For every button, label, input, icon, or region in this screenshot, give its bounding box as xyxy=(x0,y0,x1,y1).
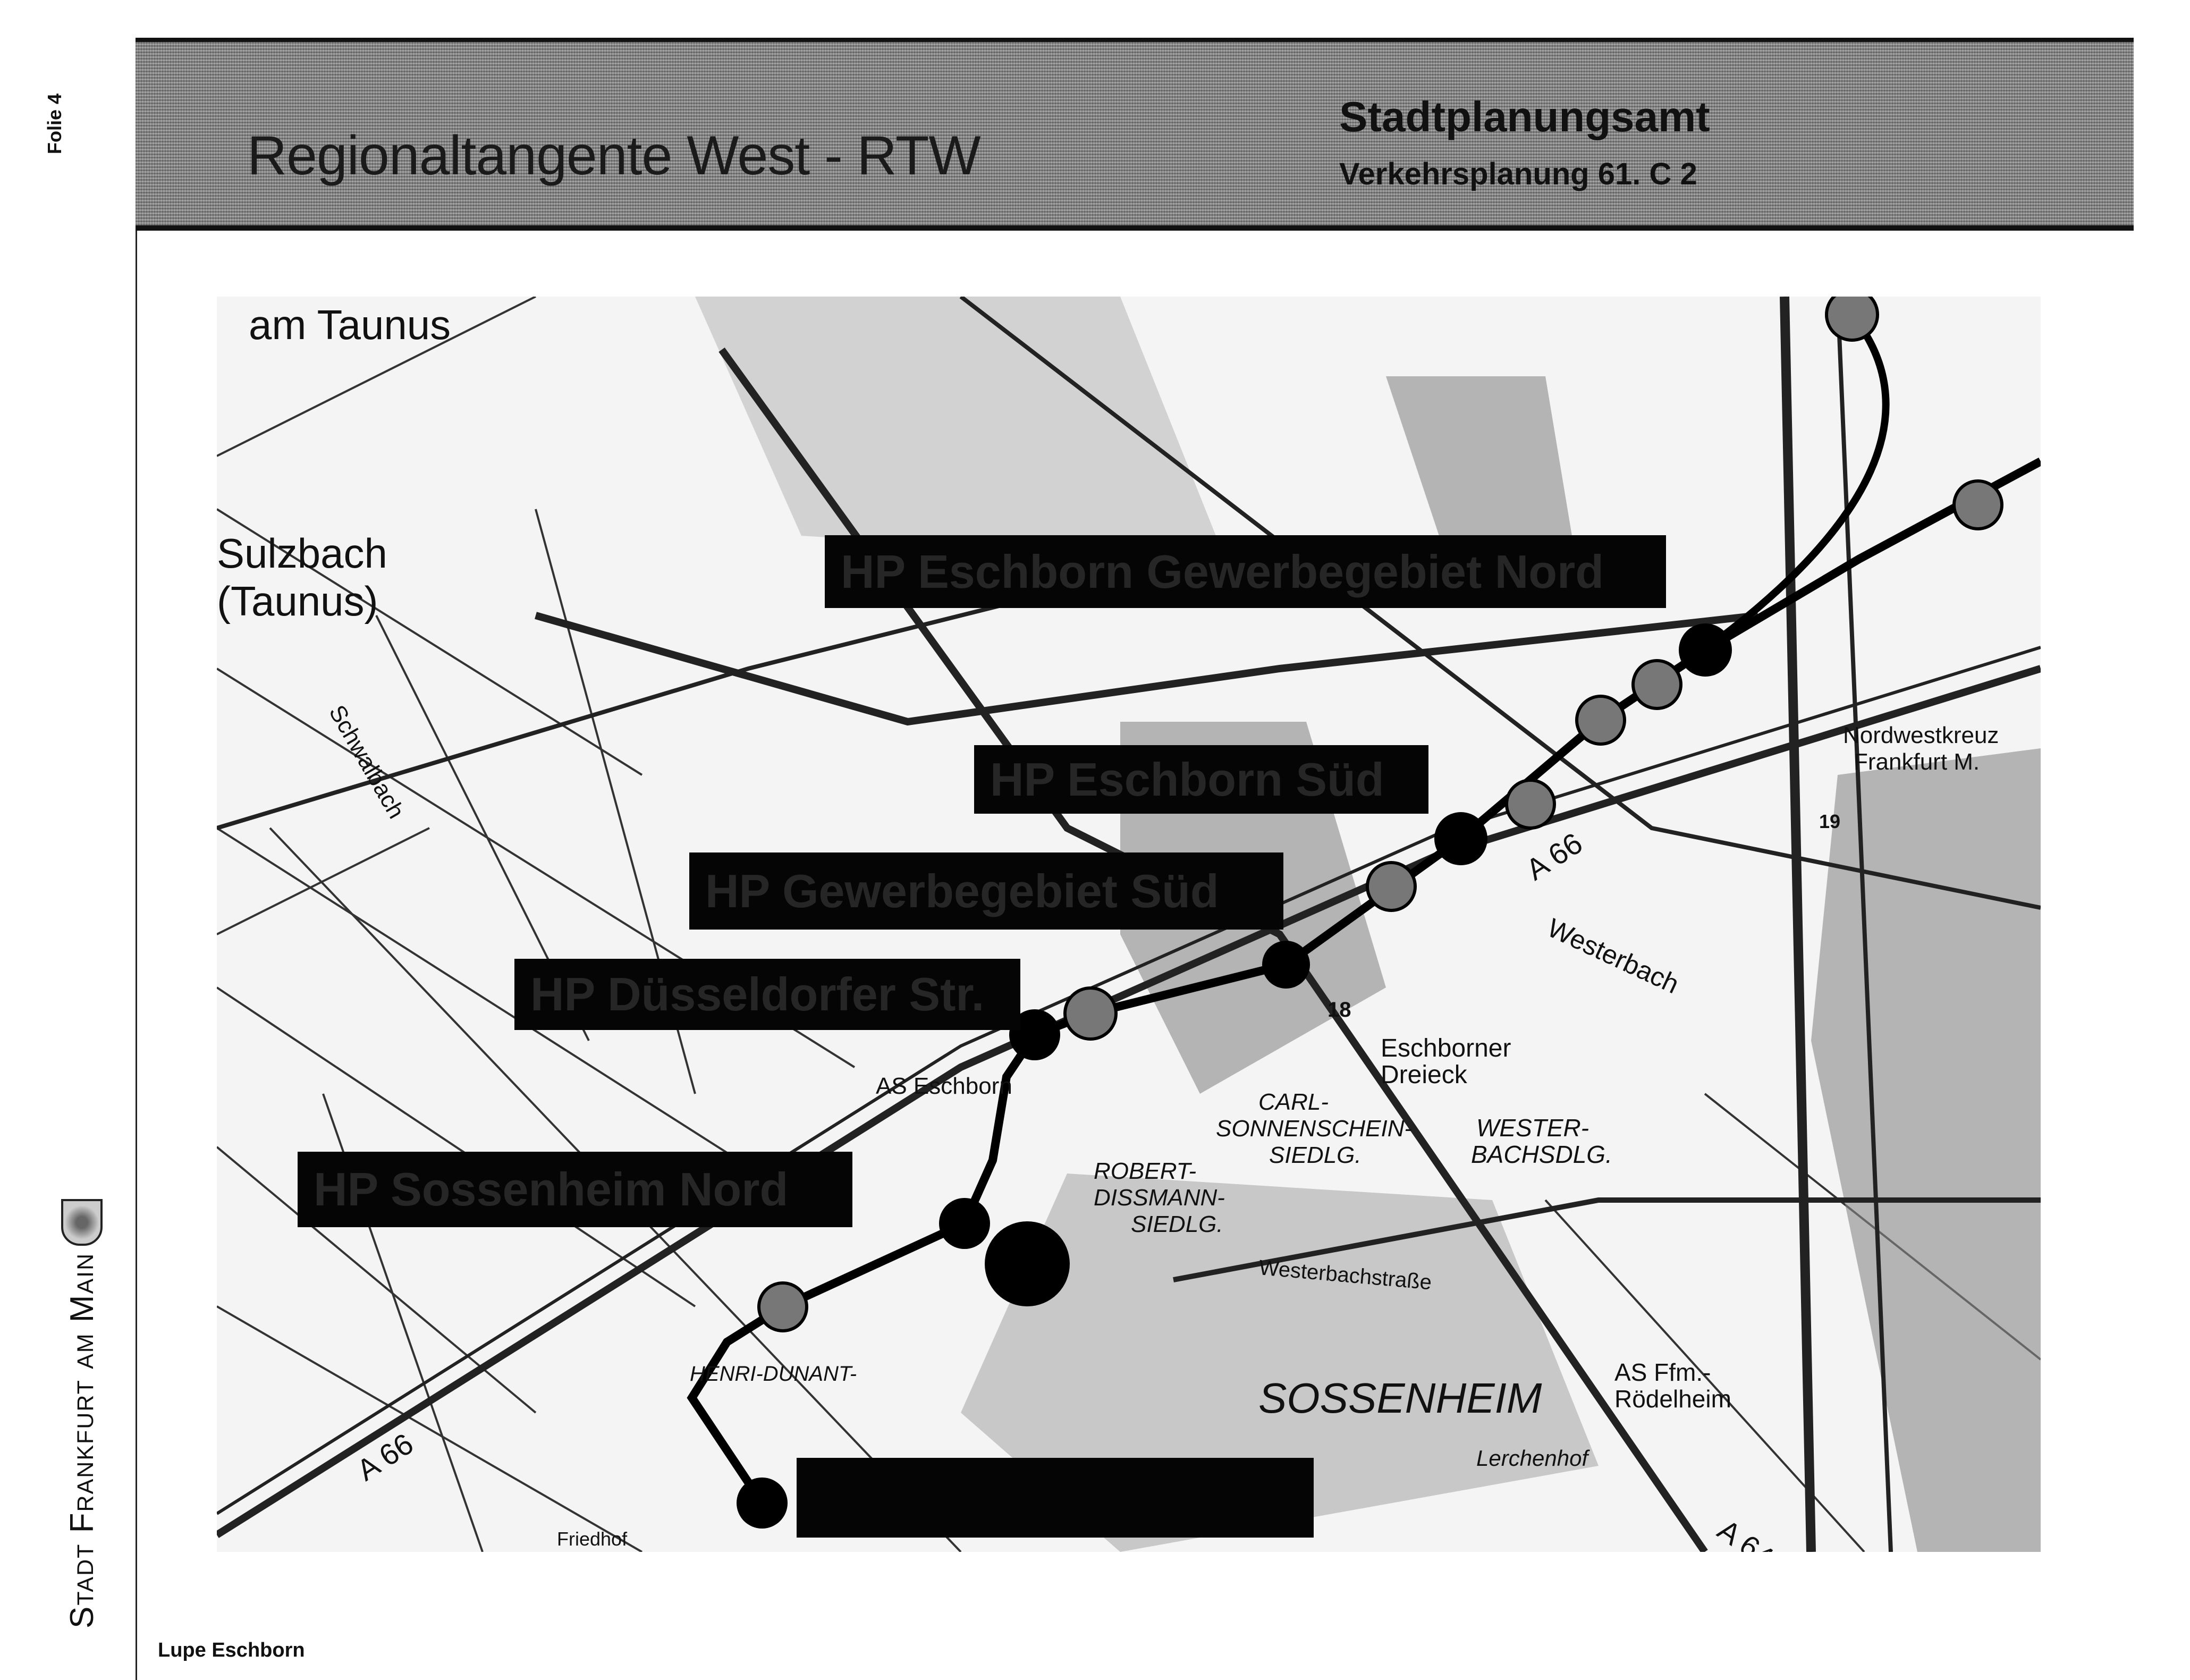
map-label-exit: AS Ffm.- xyxy=(1614,1358,1711,1386)
stop-label-box: HP Sossenheim xyxy=(797,1458,1314,1538)
city-logo-text: Stadt Frankfurt am Main xyxy=(63,1252,100,1628)
slide-footer: Lupe Eschborn xyxy=(158,1639,305,1661)
station-marker xyxy=(1262,941,1310,989)
slide-number: Folie 4 xyxy=(44,93,65,154)
road-number: 19 xyxy=(1819,811,1840,832)
stop-label-box: HP Eschborn Gewerbegebiet Nord xyxy=(825,535,1666,608)
eagle-crest-icon xyxy=(61,1198,103,1246)
map-label-town: (Taunus) xyxy=(217,578,378,624)
map-label-town: SOSSENHEIM xyxy=(1258,1374,1542,1422)
map-label-creek: Schwalbach xyxy=(324,701,409,823)
unit-name: Verkehrsplanung 61. C 2 xyxy=(1339,157,1697,191)
map-label-district: SIEDLG. xyxy=(1269,1142,1362,1168)
stations xyxy=(737,288,2003,1529)
rtw-route-branch xyxy=(1660,312,1890,682)
stop-label-box: HP Düsseldorfer Str. xyxy=(514,959,1020,1030)
road-number: 18 xyxy=(1327,998,1351,1021)
station-marker xyxy=(757,1281,808,1332)
map-label-motorway: A 66 xyxy=(1520,826,1588,887)
map-label-district: BACHSDLG. xyxy=(1471,1141,1612,1168)
map-label-place: Lerchenhof xyxy=(1476,1446,1590,1471)
slide-title: Regionaltangente West - RTW xyxy=(247,125,981,187)
map-label-district: HENRI-DUNANT- xyxy=(690,1362,857,1386)
station-marker xyxy=(1679,623,1732,677)
map-label-junction: Frankfurt M. xyxy=(1854,749,1980,775)
map-label-exit: AS Eschborn xyxy=(876,1073,1012,1099)
map-label-exit: Rödelheim xyxy=(1614,1385,1731,1413)
built-areas xyxy=(695,297,2041,1552)
slide-header: Regionaltangente West - RTW Stadtplanung… xyxy=(136,38,2134,231)
stop-label-box: HP Gewerbegebiet Süd xyxy=(689,852,1283,930)
map-label-junction: Eschborner xyxy=(1381,1034,1511,1062)
map-label-place: Friedhof xyxy=(557,1528,628,1550)
department-name: Stadtplanungsamt xyxy=(1339,93,1710,140)
map-drawing: am Taunus Sulzbach (Taunus) Schwalbach N… xyxy=(215,288,2043,1584)
station-marker xyxy=(1009,1009,1060,1060)
station-marker xyxy=(985,1221,1070,1306)
map-label-district: SIEDLG. xyxy=(1131,1211,1223,1237)
map-label-motorway: A 66 xyxy=(351,1426,419,1487)
map-label-district: ROBERT- xyxy=(1094,1158,1196,1184)
map-label-district: DISSMANN- xyxy=(1094,1185,1225,1211)
map-label-district: SONNENSCHEIN- xyxy=(1216,1116,1412,1142)
station-marker xyxy=(1434,812,1487,865)
stop-label-box: HP Eschborn Süd xyxy=(974,745,1428,814)
map-label-junction: Nordwestkreuz xyxy=(1843,722,1999,748)
map-label-creek: Westerbach xyxy=(1543,913,1684,999)
station-marker xyxy=(1952,479,2003,530)
map-label-town: Sulzbach xyxy=(217,530,387,577)
station-marker xyxy=(1825,288,1879,342)
map-label-junction: Dreieck xyxy=(1381,1061,1468,1089)
map-label-district: CARL- xyxy=(1258,1089,1329,1115)
station-marker xyxy=(1575,695,1626,746)
roads xyxy=(215,294,2042,1554)
station-marker xyxy=(1631,659,1682,710)
map-label-district: WESTER- xyxy=(1476,1114,1589,1142)
station-marker xyxy=(1366,861,1417,912)
map-label-motorway: A 648 xyxy=(1712,1513,1793,1552)
station-marker xyxy=(939,1198,990,1249)
stop-label-box: HP Sossenheim Nord xyxy=(298,1152,852,1227)
route-map: am Taunus Sulzbach (Taunus) Schwalbach N… xyxy=(215,288,2043,1584)
map-label-town: am Taunus xyxy=(249,301,451,348)
station-marker xyxy=(1505,779,1556,830)
margin-rule xyxy=(136,231,137,1680)
station-marker xyxy=(737,1478,788,1529)
city-logo: Stadt Frankfurt am Main xyxy=(58,1198,105,1628)
station-marker xyxy=(1063,986,1118,1041)
